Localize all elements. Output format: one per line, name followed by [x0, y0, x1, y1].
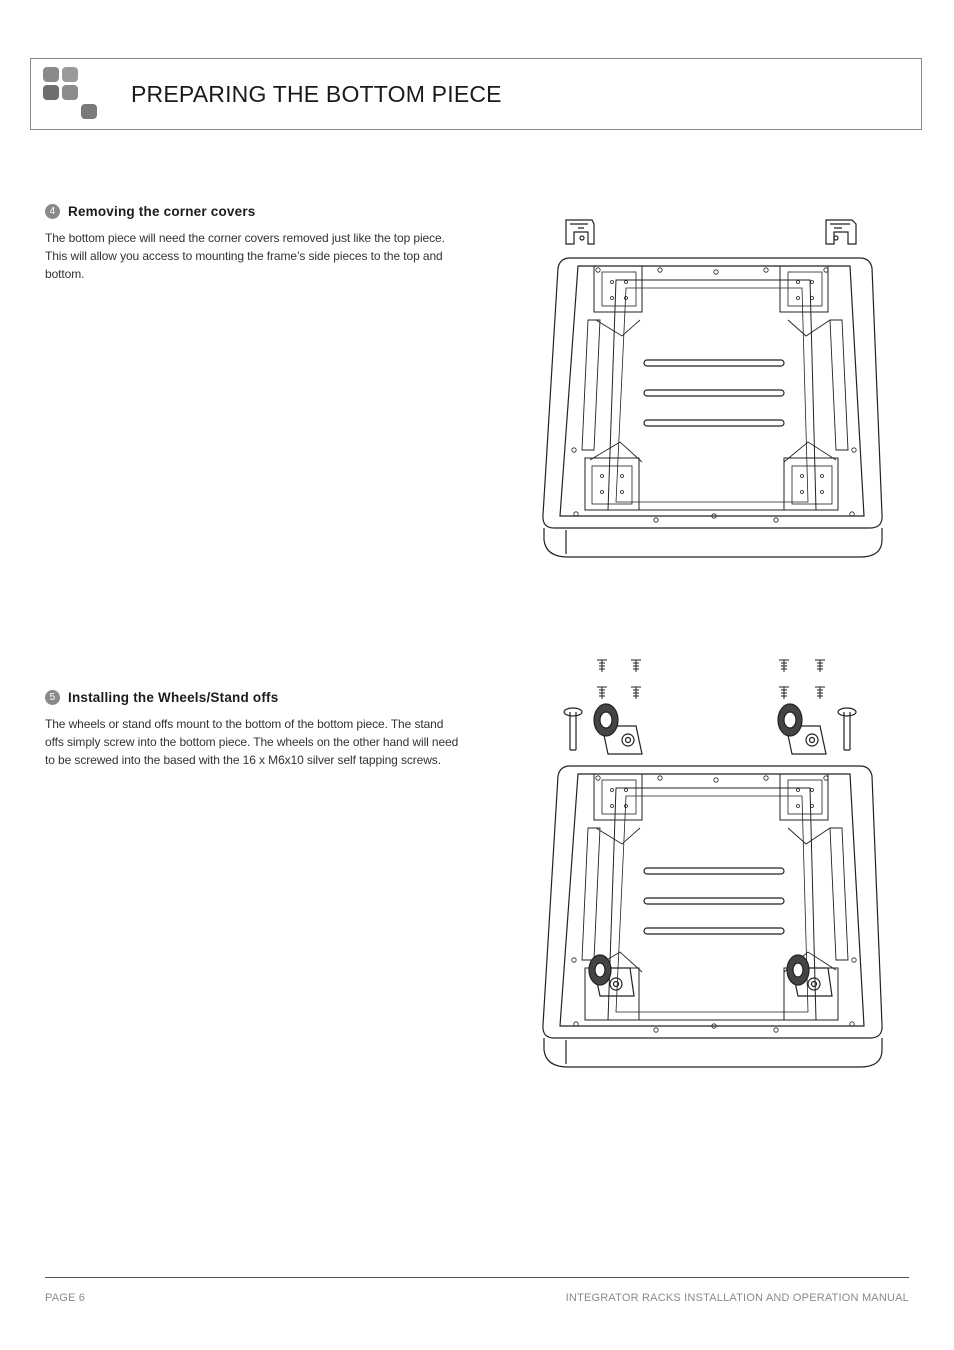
mounted-caster-wheel-left-icon	[588, 954, 635, 997]
corner-cover-left-icon	[565, 219, 595, 245]
stand-off-left-icon	[563, 707, 583, 751]
section-title: Installing the Wheels/Stand offs	[68, 690, 279, 705]
footer-divider	[45, 1277, 909, 1278]
page-number: PAGE 6	[45, 1292, 86, 1304]
caster-wheel-left-icon	[593, 703, 643, 755]
section-removing-corner-covers: 4 Removing the corner covers The bottom …	[45, 204, 460, 283]
page-title: PREPARING THE BOTTOM PIECE	[131, 81, 502, 107]
caster-wheel-right-icon	[777, 703, 827, 755]
section-heading: 5 Installing the Wheels/Stand offs	[45, 690, 460, 705]
section-body: The wheels or stand offs mount to the bo…	[45, 717, 459, 767]
page-header: PREPARING THE BOTTOM PIECE	[30, 58, 922, 130]
wheels-standoffs-installation-illustration	[542, 659, 883, 1068]
manual-title: INTEGRATOR RACKS INSTALLATION AND OPERAT…	[565, 1292, 909, 1304]
section-installing-wheels: 5 Installing the Wheels/Stand offs The w…	[45, 690, 460, 769]
step-number-badge: 5	[45, 690, 60, 705]
bottom-piece-corner-covers-illustration	[542, 219, 883, 558]
corner-cover-right-icon	[825, 219, 857, 245]
step-number-badge: 4	[45, 204, 60, 219]
self-tapping-screws-icon	[597, 659, 825, 699]
section-heading: 4 Removing the corner covers	[45, 204, 460, 219]
section-title: Removing the corner covers	[68, 204, 256, 219]
brand-logo-icon	[41, 65, 101, 125]
stand-off-right-icon	[837, 707, 857, 751]
mounted-caster-wheel-right-icon	[786, 954, 833, 997]
section-body: The bottom piece will need the corner co…	[45, 231, 445, 281]
